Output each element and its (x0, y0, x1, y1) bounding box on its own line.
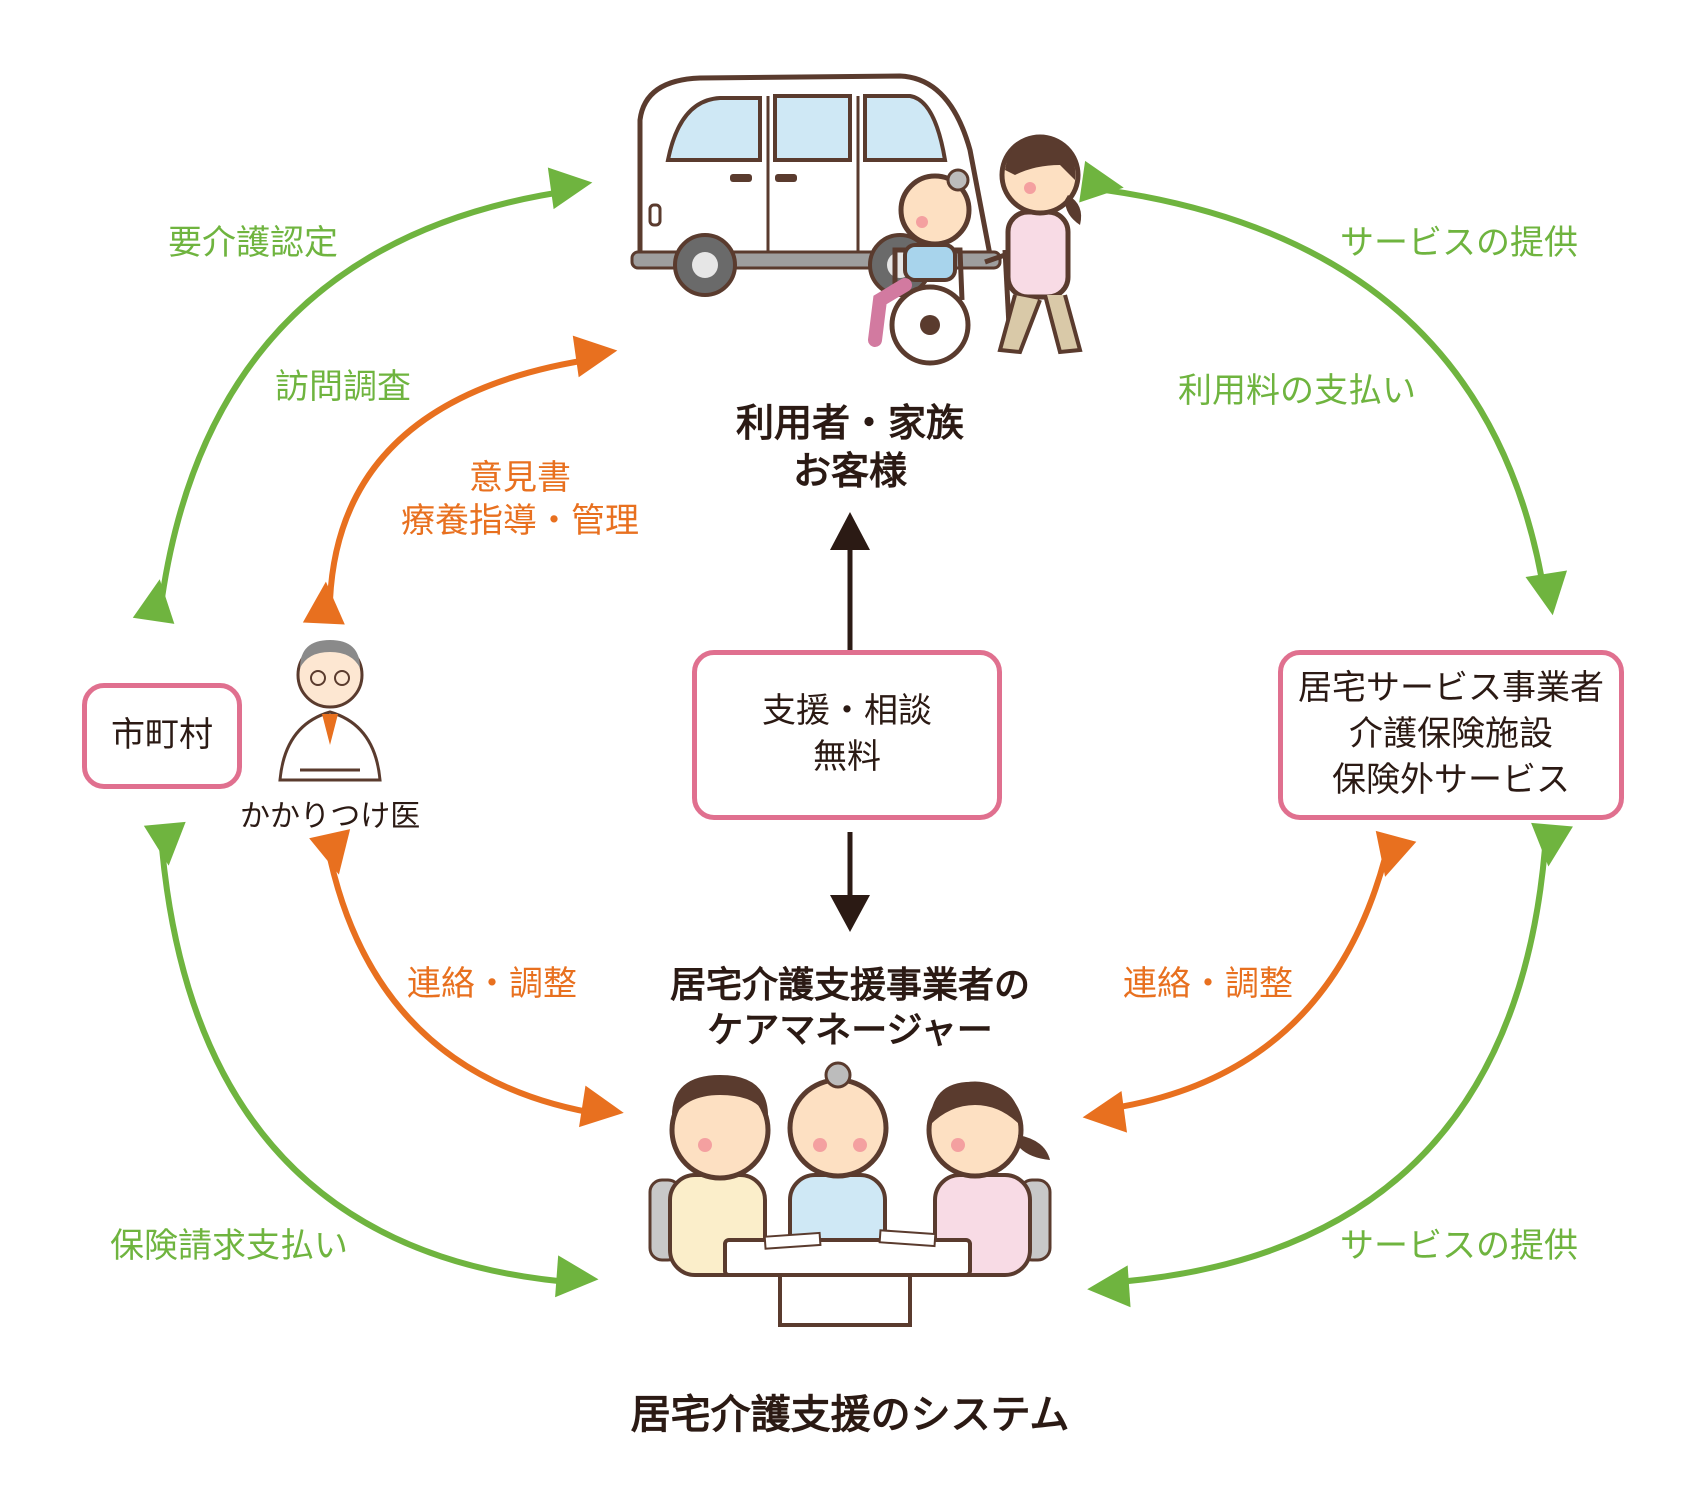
label-user-family: 利用者・家族 お客様 (690, 400, 1010, 495)
arrow-municipality-user (132, 167, 593, 624)
support-line2: 無料 (813, 737, 881, 777)
label-care-manager: 居宅介護支援事業者の ケアマネージャー (620, 963, 1080, 1053)
label-home-visit-survey: 訪問調査 (275, 367, 411, 407)
label-care-certification: 要介護認定 (168, 223, 338, 263)
arrow-municipality-caremanager (143, 821, 599, 1298)
label-contact-coordination-left: 連絡・調整 (407, 964, 577, 1004)
wheelchair-caregiver-illustration (868, 134, 1083, 366)
label-insurance-claim: 保険請求支払い (110, 1226, 348, 1266)
diagram-title: 居宅介護支援のシステム (630, 1392, 1070, 1438)
caremanager-line1: 居宅介護支援事業者の (669, 965, 1030, 1006)
label-doctor-opinion: 意見書 療養指導・管理 (380, 457, 660, 542)
provider-line2: 介護保険施設 (1349, 714, 1553, 755)
label-opinion-line1: 意見書 (469, 458, 571, 498)
doctor-label: かかりつけ医 (240, 799, 421, 834)
provider-line1: 居宅サービス事業者 (1298, 668, 1604, 709)
caremanager-line2: ケアマネージャー (707, 1010, 993, 1051)
label-opinion-line2: 療養指導・管理 (401, 500, 639, 541)
label-user-line2: お客様 (792, 448, 907, 493)
arrow-provider-caremanager-orange (1082, 830, 1417, 1133)
municipality-box: 市町村 (82, 683, 242, 789)
arrow-doctor-user (302, 335, 618, 625)
service-provider-box: 居宅サービス事業者 介護保険施設 保険外サービス (1278, 650, 1624, 820)
doctor-illustration (278, 640, 382, 782)
support-line1: 支援・相談 (762, 691, 932, 732)
label-contact-coordination-right: 連絡・調整 (1123, 964, 1293, 1004)
arrow-doctor-caremanager (309, 829, 624, 1128)
provider-line3: 保険外サービス (1332, 759, 1570, 800)
label-user-line1: 利用者・家族 (735, 401, 964, 445)
label-service-provision-top: サービスの提供 (1340, 223, 1578, 263)
label-fee-payment: 利用料の支払い (1178, 371, 1416, 411)
meeting-illustration (648, 1061, 1052, 1327)
municipality-label: 市町村 (111, 715, 213, 756)
label-service-provision-bottom: サービスの提供 (1340, 1226, 1578, 1266)
arrow-provider-caremanager (1087, 822, 1573, 1308)
arrow-user-provider (1079, 160, 1568, 616)
support-consultation-box: 支援・相談 無料 (692, 650, 1002, 820)
